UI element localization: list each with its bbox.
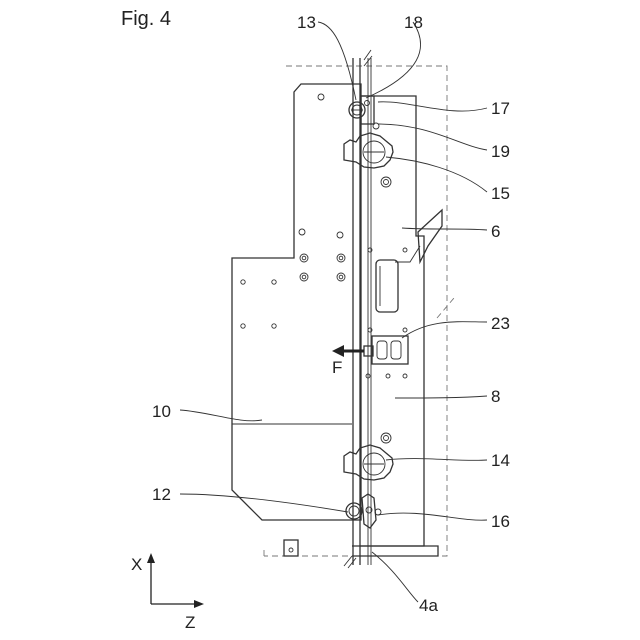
clamp-knob-15 xyxy=(344,133,393,168)
bolt-lower-inner xyxy=(384,436,389,441)
plate-10 xyxy=(232,84,361,520)
break-line xyxy=(437,298,454,318)
axis-label-x: X xyxy=(131,555,142,574)
block-16 xyxy=(362,494,381,528)
clamp-knob-14 xyxy=(344,445,393,480)
block-17 xyxy=(361,96,379,129)
label-10: 10 xyxy=(152,402,171,421)
slider-6 xyxy=(395,210,442,262)
z-axis-arrowhead xyxy=(194,600,204,608)
label-19: 19 xyxy=(491,142,510,161)
label-6: 6 xyxy=(491,222,500,241)
label-F: F xyxy=(332,358,342,377)
label-15: 15 xyxy=(491,184,510,203)
label-8: 8 xyxy=(491,387,500,406)
label-13: 13 xyxy=(297,13,316,32)
bolt-lower xyxy=(381,433,391,443)
bolt-upper-inner xyxy=(384,180,389,185)
label-12: 12 xyxy=(152,485,171,504)
label-17: 17 xyxy=(491,99,510,118)
coordinate-axes xyxy=(147,553,204,608)
label-4a: 4a xyxy=(419,596,438,615)
force-arrow-F xyxy=(332,345,364,357)
guide-rail-4a xyxy=(344,50,372,568)
label-23: 23 xyxy=(491,314,510,333)
bolt-upper xyxy=(381,177,391,187)
guide-slot xyxy=(376,260,398,312)
label-18: 18 xyxy=(404,13,423,32)
x-axis-arrowhead xyxy=(147,553,155,563)
cam-13 xyxy=(349,102,365,118)
axis-label-z: Z xyxy=(185,613,195,632)
leader-lines xyxy=(180,22,487,602)
dashed-frame xyxy=(264,66,447,556)
label-14: 14 xyxy=(491,451,510,470)
label-16: 16 xyxy=(491,512,510,531)
